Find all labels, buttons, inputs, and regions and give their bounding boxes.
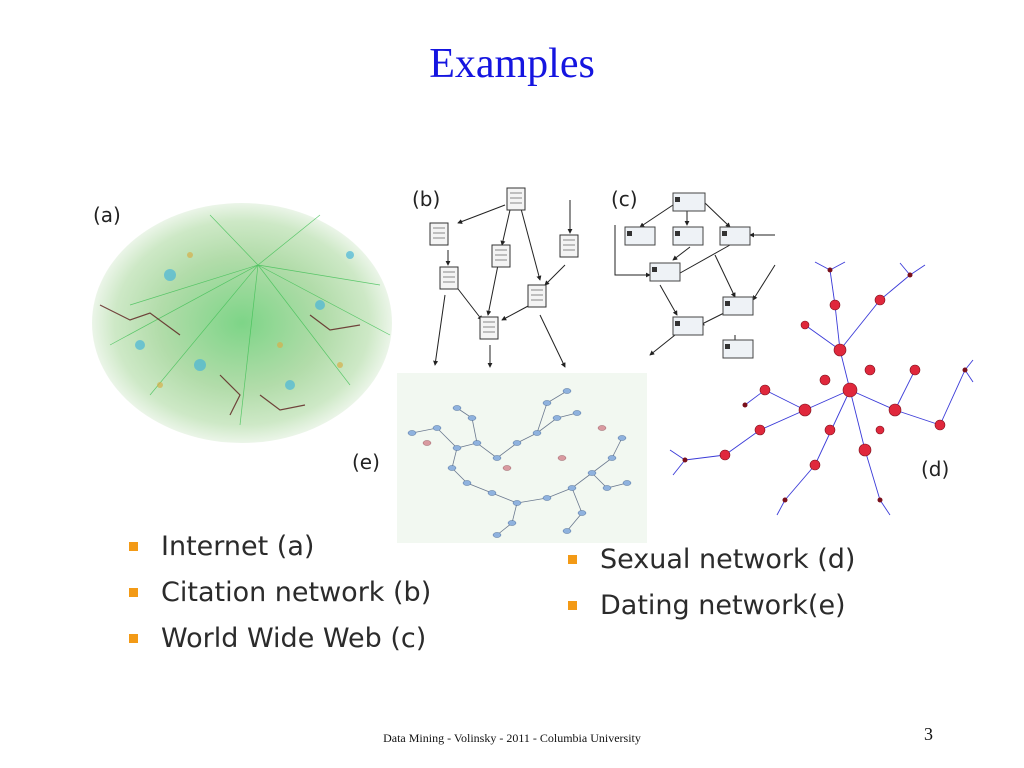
slide-title: Examples [429, 41, 595, 87]
bullet-square-icon [129, 588, 138, 597]
bullet-item: Dating network(e) [566, 583, 855, 629]
bullet-item: Citation network (b) [127, 570, 431, 616]
sexual-network-image [669, 261, 974, 516]
panel-label-d: (d) [921, 457, 950, 481]
bullet-square-icon [129, 634, 138, 643]
bullet-square-icon [568, 555, 577, 564]
bullet-item: Sexual network (d) [566, 537, 855, 583]
slide-footer: Data Mining - Volinsky - 2011 - Columbia… [383, 731, 641, 745]
bullet-text: Internet (a) [161, 531, 315, 562]
bullet-item: World Wide Web (c) [127, 616, 431, 662]
panel-label-b: (b) [412, 187, 441, 211]
bullet-square-icon [568, 601, 577, 610]
bullet-text: Citation network (b) [161, 577, 432, 608]
page-number: 3 [924, 724, 933, 744]
bullet-list-left: Internet (a) Citation network (b) World … [127, 524, 431, 662]
bullet-text: World Wide Web (c) [161, 623, 427, 654]
bullet-item: Internet (a) [127, 524, 431, 570]
bullet-square-icon [129, 542, 138, 551]
internet-map-image [92, 203, 392, 443]
bullet-text: Sexual network (d) [600, 544, 856, 575]
world-wide-web-image [614, 192, 776, 359]
panel-label-e: (e) [352, 450, 380, 474]
bullet-text: Dating network(e) [600, 590, 846, 621]
panel-label-c: (c) [611, 187, 638, 211]
dating-network-image [397, 373, 647, 543]
panel-label-a: (a) [93, 203, 121, 227]
citation-network-image [429, 187, 579, 368]
bullet-list-right: Sexual network (d) Dating network(e) [566, 537, 855, 629]
